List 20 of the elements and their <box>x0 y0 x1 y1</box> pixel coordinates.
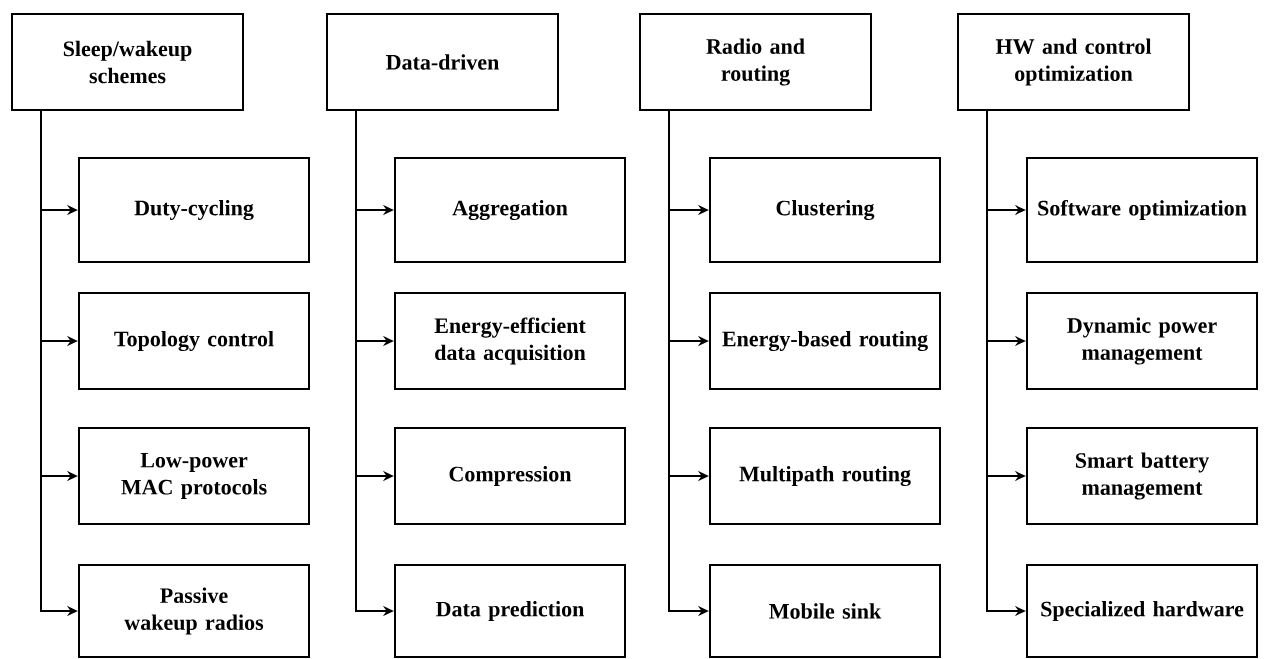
technique-box: Smart battery management <box>1026 427 1258 525</box>
category-box: Data-driven <box>326 13 559 111</box>
technique-box: Specialized hardware <box>1026 564 1258 658</box>
technique-box: Dynamic power management <box>1026 292 1258 390</box>
category-box: HW and control optimization <box>957 13 1190 111</box>
technique-box: Compression <box>394 427 626 525</box>
technique-box: Data prediction <box>394 564 626 658</box>
technique-box: Multipath routing <box>709 427 941 525</box>
technique-box: Topology control <box>78 292 310 390</box>
technique-box: Energy-based routing <box>709 292 941 390</box>
technique-box: Low-power MAC protocols <box>78 427 310 525</box>
technique-box: Passive wakeup radios <box>78 564 310 658</box>
technique-box: Energy-efficient data acquisition <box>394 292 626 390</box>
category-box: Sleep/wakeup schemes <box>11 13 244 111</box>
technique-box: Duty-cycling <box>78 157 310 263</box>
technique-box: Software optimization <box>1026 157 1258 263</box>
technique-box: Mobile sink <box>709 564 941 658</box>
category-box: Radio and routing <box>639 13 872 111</box>
technique-box: Aggregation <box>394 157 626 263</box>
technique-box: Clustering <box>709 157 941 263</box>
